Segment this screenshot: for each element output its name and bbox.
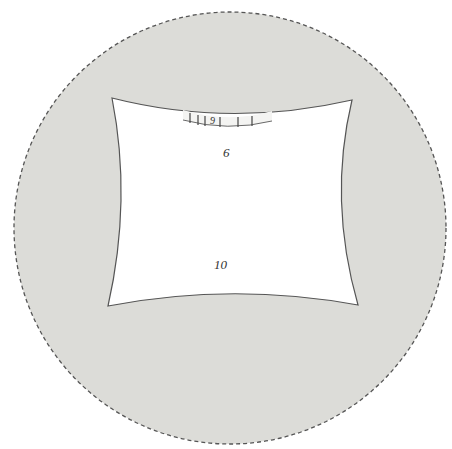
callout-number: 10 bbox=[214, 258, 227, 271]
cavity-outline bbox=[108, 98, 358, 306]
cell-band bbox=[183, 110, 272, 126]
cell-walls bbox=[183, 113, 272, 127]
dashed-outline bbox=[14, 12, 446, 444]
callout-number: 9 bbox=[210, 116, 215, 126]
callout-number: 6 bbox=[223, 146, 230, 159]
